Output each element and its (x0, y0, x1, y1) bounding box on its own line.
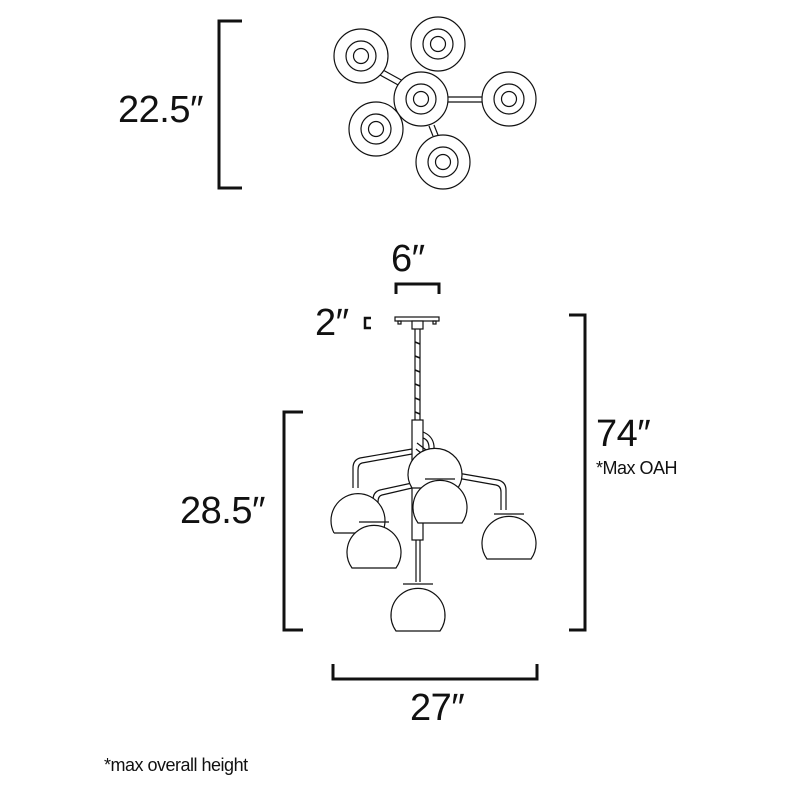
footnote: *max overall height (104, 755, 248, 775)
overall-height-label: 74″ (596, 413, 651, 455)
globe-front-left (346, 521, 402, 569)
width-label: 27″ (410, 687, 465, 729)
fixture-height-label: 28.5″ (180, 490, 265, 532)
side-view-globes (330, 447, 537, 632)
globe-right (481, 513, 537, 560)
top-globe-upper-right (410, 16, 466, 72)
top-globe-lower-right (415, 134, 471, 190)
top-view-dimension-label: 22.5″ (118, 89, 203, 131)
globe-left (330, 493, 386, 534)
globe-front-center (412, 478, 468, 524)
fixture-height-bracket (282, 410, 303, 632)
top-view-arms (379, 69, 482, 137)
top-globe-upper-left (333, 28, 389, 84)
top-globe-lower-left (348, 101, 404, 157)
top-globe-right (481, 71, 537, 127)
canopy-width-bracket (394, 282, 441, 294)
width-bracket (331, 664, 539, 681)
globe-back-center (407, 447, 463, 489)
overall-height-bracket (569, 313, 587, 632)
canopy-plate (394, 316, 440, 322)
canopy-width-label: 6″ (391, 238, 425, 280)
top-globe-center (393, 71, 449, 127)
canopy-height-label: 2″ (315, 302, 349, 344)
top-view-height-bracket (217, 19, 242, 190)
canopy-height-bracket (363, 316, 371, 330)
globe-bottom (390, 583, 446, 632)
top-view-globes (333, 16, 537, 190)
overall-height-note: *Max OAH (596, 458, 678, 478)
